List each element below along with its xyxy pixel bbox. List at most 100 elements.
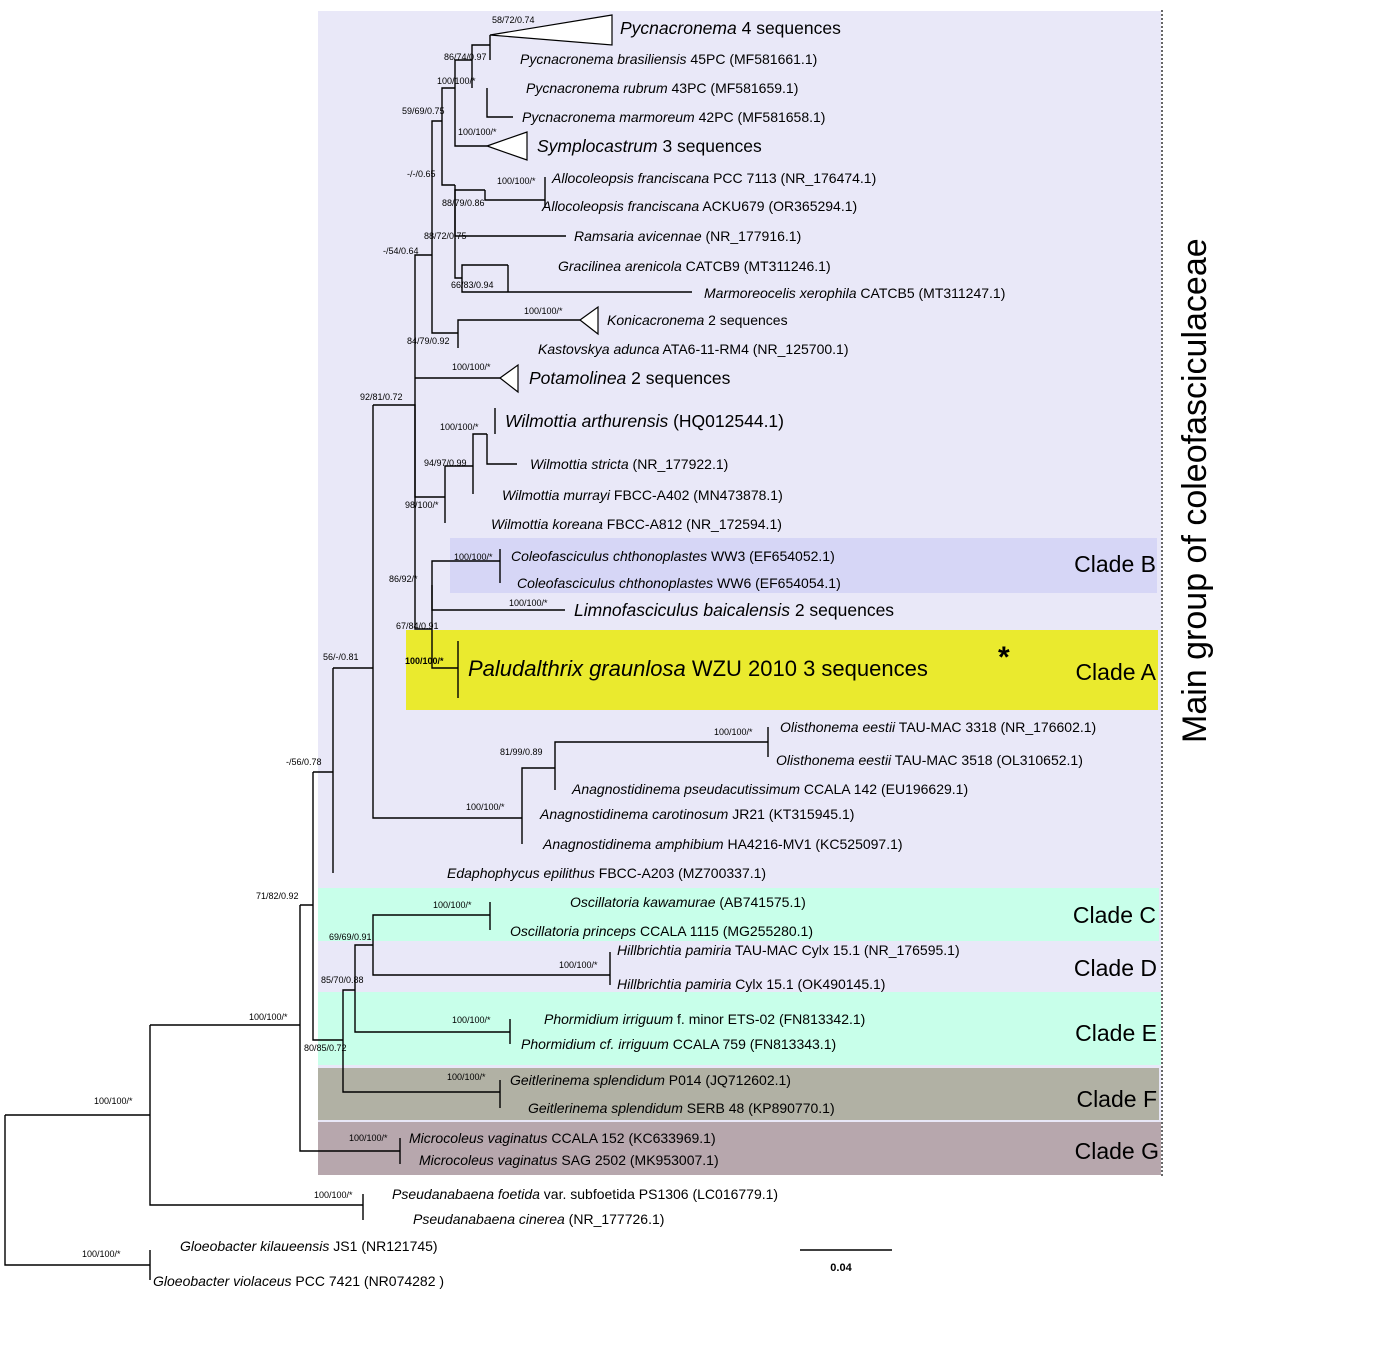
support-value: 100/100/* [454, 552, 493, 562]
support-value: 66/83/0.94 [451, 280, 494, 290]
support-value: 88/72/0.75 [424, 231, 467, 241]
tip-label: Wilmottia arthurensis (HQ012544.1) [505, 411, 784, 431]
support-value: 100/100/* [82, 1249, 121, 1259]
support-value: 100/100/* [524, 306, 563, 316]
tree-branches [4, 35, 769, 1280]
clade-labels: Clade B Clade A Clade C Clade D Clade E … [1073, 551, 1159, 1164]
tip-label: Limnofasciculus baicalensis 2 sequences [574, 600, 894, 620]
tip-label: Phormidium cf. irriguum CCALA 759 (FN813… [521, 1036, 836, 1052]
tip-label: Anagnostidinema amphibium HA4216-MV1 (KC… [542, 836, 903, 852]
tip-label: Allocoleopsis franciscana PCC 7113 (NR_1… [551, 170, 876, 186]
support-value: 100/100/* [405, 656, 444, 666]
support-value: 56/-/0.81 [323, 652, 359, 662]
support-value: 100/100/* [452, 1015, 491, 1025]
support-value: 71/82/0.92 [256, 891, 299, 901]
support-value: 85/70/0.88 [321, 975, 364, 985]
collapsed-clade-triangle [578, 305, 599, 336]
tip-label: Pycnacronema marmoreum 42PC (MF581658.1) [522, 109, 825, 125]
tip-label-new-taxon: Paludalthrix graunlosa WZU 2010 3 sequen… [468, 656, 928, 681]
tip-label: Geitlerinema splendidum P014 (JQ712602.1… [510, 1072, 791, 1088]
tip-label: Oscillatoria kawamurae (AB741575.1) [570, 894, 806, 910]
clade-b-box [450, 538, 1157, 593]
support-values: 58/72/0.74 86/74/0.97 100/100/* 59/69/0.… [82, 15, 753, 1259]
clade-b-label: Clade B [1074, 551, 1156, 577]
clade-f-box [318, 1068, 1159, 1120]
support-value: 100/100/* [314, 1190, 353, 1200]
support-value: 80/85/0.72 [304, 1043, 347, 1053]
support-value: 59/69/0.75 [402, 106, 445, 116]
clade-g-label: Clade G [1075, 1138, 1159, 1164]
clade-c-label: Clade C [1073, 902, 1156, 928]
tip-label: Marmoreocelis xerophila CATCB5 (MT311247… [704, 285, 1005, 301]
tip-label: Microcoleus vaginatus CCALA 152 (KC63396… [409, 1130, 716, 1146]
support-value: 100/100/* [433, 900, 472, 910]
tip-labels: Pycnacronema 4 sequences Pycnacronema br… [153, 18, 1096, 1289]
support-value: 100/100/* [497, 176, 536, 186]
tip-label: Allocoleopsis franciscana ACKU679 (OR365… [541, 198, 857, 214]
support-value: 100/100/* [559, 960, 598, 970]
support-value: 100/100/* [509, 598, 548, 608]
tip-label: Pycnacronema rubrum 43PC (MF581659.1) [526, 80, 798, 96]
tip-label: Potamolinea 2 sequences [529, 368, 731, 388]
support-value: 58/72/0.74 [492, 15, 535, 25]
support-value: 67/84/0.91 [396, 621, 439, 631]
support-value: 100/100/* [458, 127, 497, 137]
support-value: 86/74/0.97 [444, 52, 487, 62]
tip-label: Wilmottia stricta (NR_177922.1) [530, 456, 728, 472]
clade-e-box [318, 992, 1161, 1065]
tip-label: Pseudanabaena foetida var. subfoetida PS… [392, 1186, 778, 1202]
support-value: 100/100/* [440, 422, 479, 432]
tip-label: Phormidium irriguum f. minor ETS-02 (FN8… [544, 1011, 865, 1027]
support-value: 100/100/* [249, 1012, 288, 1022]
collapsed-clade-triangle [489, 14, 613, 46]
tip-label: Gloeobacter kilaueensis JS1 (NR121745) [180, 1238, 438, 1254]
clade-d-label: Clade D [1074, 955, 1157, 981]
tip-label: Anagnostidinema carotinosum JR21 (KT3159… [539, 806, 854, 822]
tip-label: Hillbrichtia pamiria Cylx 15.1 (OK490145… [617, 976, 885, 992]
tip-label: Microcoleus vaginatus SAG 2502 (MK953007… [419, 1152, 719, 1168]
tip-label: Gracilinea arenicola CATCB9 (MT311246.1) [558, 258, 831, 274]
support-value: 86/92/* [389, 574, 418, 584]
support-value: -/54/0.64 [383, 246, 419, 256]
support-value: 100/100/* [714, 727, 753, 737]
main-group-label: Main group of coleofasciculaceae [1176, 238, 1214, 743]
tip-label: Hillbrichtia pamiria TAU-MAC Cylx 15.1 (… [617, 942, 960, 958]
support-value: 92/81/0.72 [360, 392, 403, 402]
tip-label: Coleofasciculus chthonoplastes WW3 (EF65… [511, 548, 835, 564]
clade-f-label: Clade F [1076, 1086, 1157, 1112]
support-value: 100/100/* [437, 76, 476, 86]
support-value: 100/100/* [447, 1072, 486, 1082]
tip-label: Edaphophycus epilithus FBCC-A203 (MZ7003… [447, 865, 766, 881]
support-value: 100/100/* [452, 362, 491, 372]
tip-label: Gloeobacter violaceus PCC 7421 (NR074282… [153, 1273, 444, 1289]
tip-label: Wilmottia murrayi FBCC-A402 (MN473878.1) [502, 487, 783, 503]
tip-label: Geitlerinema splendidum SERB 48 (KP89077… [528, 1100, 835, 1116]
collapsed-clade-triangle [485, 131, 528, 161]
support-value: 88/79/0.86 [442, 198, 485, 208]
support-value: -/56/0.78 [286, 757, 322, 767]
tip-label: Symplocastrum 3 sequences [537, 136, 762, 156]
tip-label: Anagnostidinema pseudacutissimum CCALA 1… [571, 781, 968, 797]
tip-label: Pseudanabaena cinerea (NR_177726.1) [413, 1211, 664, 1227]
tip-label: Pycnacronema brasiliensis 45PC (MF581661… [520, 51, 817, 67]
support-value: 98/100/* [405, 500, 439, 510]
support-value: 69/69/0.91 [329, 932, 372, 942]
tip-label: Oscillatoria princeps CCALA 1115 (MG2552… [510, 923, 813, 939]
clade-g-box [318, 1122, 1161, 1175]
tip-label: Kastovskya adunca ATA6-11-RM4 (NR_125700… [538, 341, 849, 357]
tip-label: Coleofasciculus chthonoplastes WW6 (EF65… [517, 575, 841, 591]
support-value: 100/100/* [94, 1096, 133, 1106]
support-value: 100/100/* [349, 1133, 388, 1143]
scale-bar-label: 0.04 [830, 1262, 852, 1274]
support-value: 81/99/0.89 [500, 747, 543, 757]
tip-label: Ramsaria avicennae (NR_177916.1) [574, 228, 801, 244]
tip-label: Konicacronema 2 sequences [607, 312, 788, 328]
clade-e-label: Clade E [1075, 1020, 1157, 1046]
support-value: 100/100/* [466, 802, 505, 812]
support-value: -/-/0.65 [407, 169, 436, 179]
clade-a-box [406, 630, 1158, 710]
tip-label: Olisthonema eestii TAU-MAC 3318 (NR_1766… [780, 719, 1096, 735]
clade-a-label: Clade A [1075, 659, 1156, 685]
collapsed-clade-triangle [498, 363, 519, 394]
